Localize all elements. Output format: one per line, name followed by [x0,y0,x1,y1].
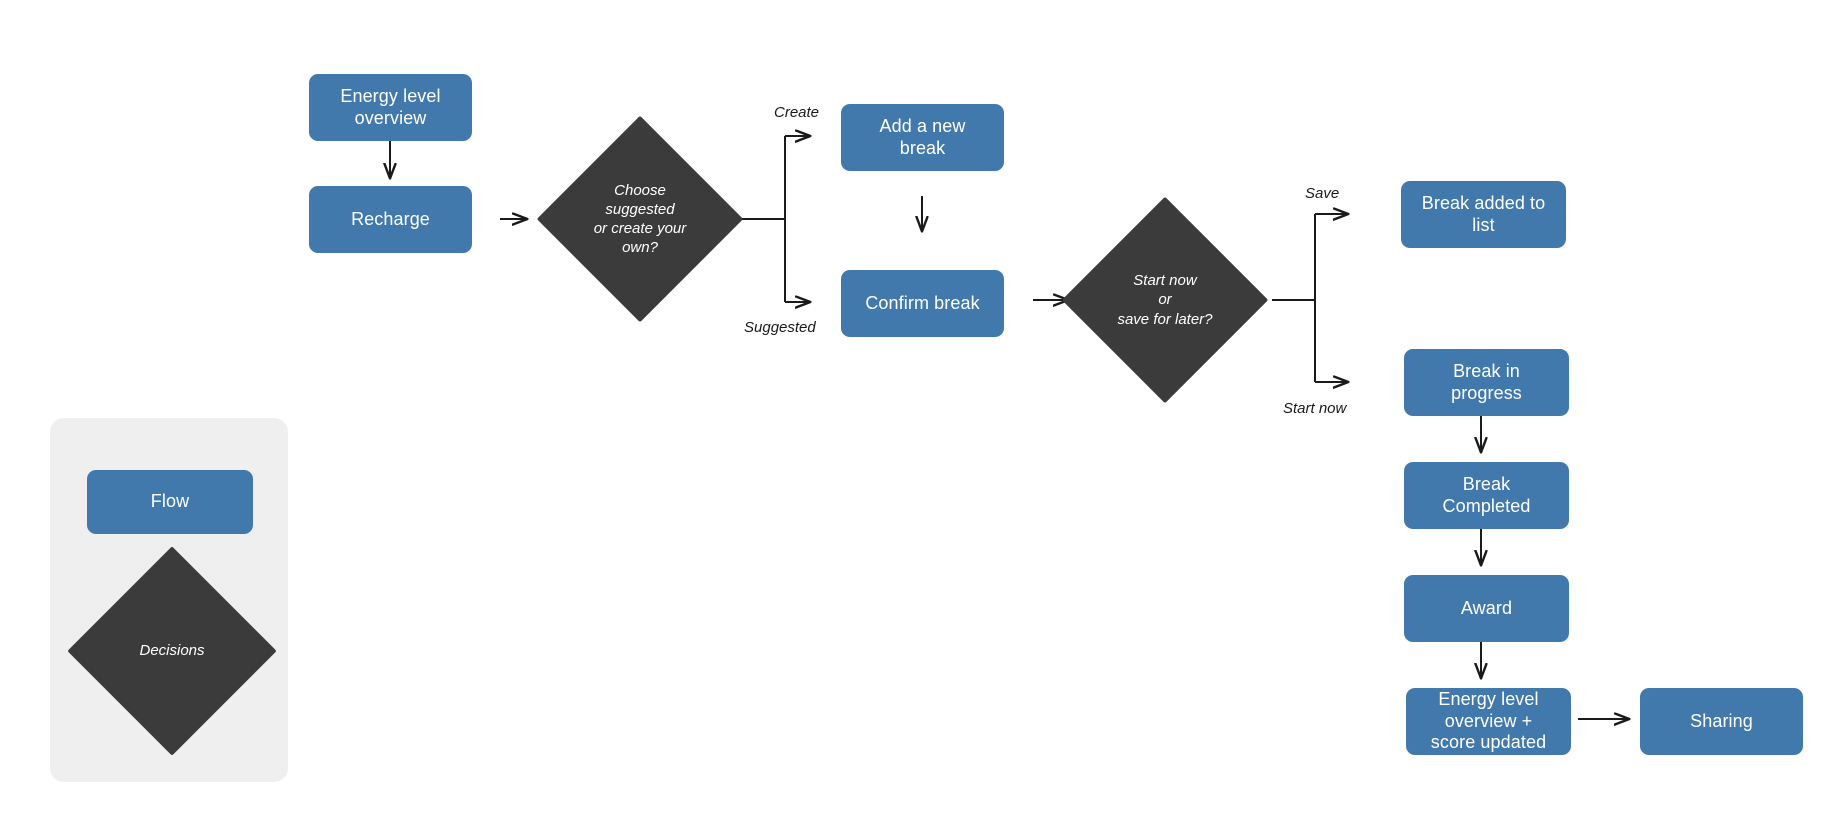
node-break-in-progress[interactable]: Break in progress [1404,349,1569,416]
edge-label-suggested: Suggested [744,319,816,336]
node-energy-level-overview[interactable]: Energy level overview [309,74,472,141]
node-choose-suggested-or-create[interactable]: Choose suggested or create your own? [536,115,744,323]
node-sharing[interactable]: Sharing [1640,688,1803,755]
node-break-added-to-list[interactable]: Break added to list [1401,181,1566,248]
node-award[interactable]: Award [1404,575,1569,642]
startnow-decision-shape [1061,196,1269,404]
edge-label-create: Create [774,104,820,121]
node-recharge[interactable]: Recharge [309,186,472,253]
edge-label-save: Save [1305,185,1340,202]
legend-decision-diamond[interactable]: Decisions [67,546,277,756]
node-confirm-break[interactable]: Confirm break [841,270,1004,337]
node-start-now-or-save[interactable]: Start now or save for later? [1061,196,1269,404]
node-break-completed[interactable]: Break Completed [1404,462,1569,529]
choose-decision-shape [536,115,744,323]
edge-label-start-now: Start now [1283,400,1347,417]
legend-flow-box[interactable]: Flow [87,470,253,534]
node-add-a-new-break[interactable]: Add a new break [841,104,1004,171]
node-energy-level-overview-score-updated[interactable]: Energy level overview + score updated [1406,688,1571,755]
legend-decision-shape [67,546,277,756]
